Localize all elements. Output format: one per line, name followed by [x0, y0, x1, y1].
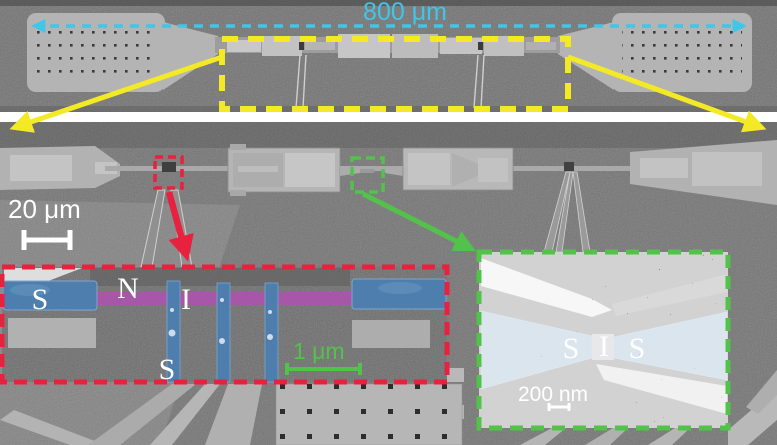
magnified-sem-panel: 20 μm	[0, 122, 777, 445]
label-normal-metal: N	[117, 272, 139, 305]
sis-junction-site	[360, 169, 374, 173]
scale-label-1um: 1 μm	[293, 338, 345, 364]
label-superconductor-right: S	[629, 332, 646, 365]
gray-electrode	[8, 318, 96, 348]
taper-wire-left	[340, 166, 360, 176]
sis-inset-border	[476, 249, 731, 431]
nanowire	[105, 166, 645, 171]
scale-label-200nm: 200 nm	[518, 383, 588, 406]
overview-sem-panel: 800 μm	[0, 0, 777, 112]
superconducting-finger	[216, 282, 231, 383]
label-superconductor-left: S	[32, 283, 49, 316]
peripheral-structures	[0, 368, 777, 445]
label-insulator: I	[181, 283, 191, 316]
probe-traces	[295, 54, 485, 109]
shuttle-block-right	[402, 147, 514, 191]
superconducting-finger	[264, 282, 279, 383]
scale-bar-20um	[21, 230, 73, 250]
label-superconductor-bottom: S	[159, 353, 176, 386]
shuttle-block-left	[227, 144, 341, 196]
sns-inset: S N I S 1 μm	[0, 264, 450, 386]
scale-label-20um: 20 μm	[8, 194, 81, 224]
scale-annotation-800um: 800 μm	[363, 0, 447, 26]
junction-site-right	[564, 162, 574, 171]
sns-junction-site	[162, 162, 176, 172]
superconducting-electrode-left	[2, 280, 98, 311]
sis-inset: S I S 200 nm	[476, 249, 731, 431]
contact-pad-right	[630, 140, 777, 205]
zoom-region-box-red	[153, 155, 184, 190]
gray-electrode	[352, 320, 430, 348]
sem-highlights	[168, 298, 273, 344]
label-insulator: I	[599, 330, 609, 363]
sns-inset-border	[0, 264, 450, 385]
taper-wire-right	[385, 166, 403, 176]
device-chain	[0, 140, 777, 268]
scale-bar-200nm	[547, 403, 571, 411]
zoom-region-box-green	[350, 156, 385, 194]
label-superconductor-left: S	[563, 332, 580, 365]
scale-bar-1um	[285, 363, 362, 375]
